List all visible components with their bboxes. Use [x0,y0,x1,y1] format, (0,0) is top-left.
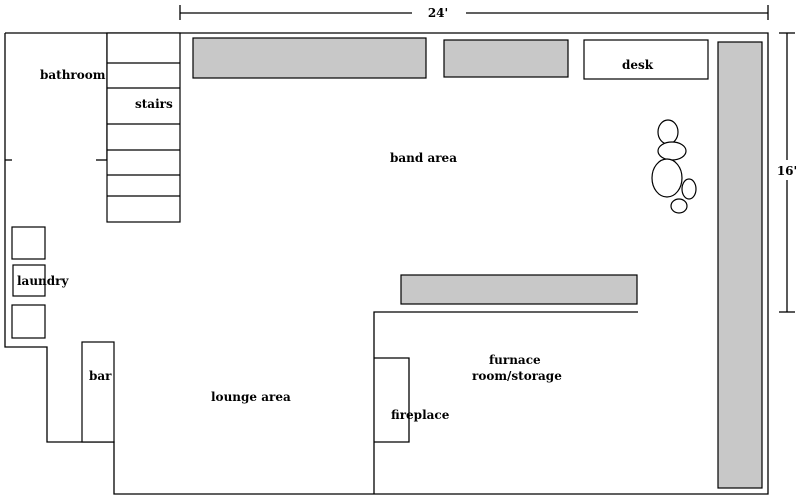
middle-bench [400,274,638,305]
laundry-unit-top [11,226,46,260]
width-dimension: 24' [179,5,769,21]
furnace-room-wall [373,311,638,494]
counter-left [192,37,427,79]
bar-counter [81,341,115,443]
bar-label: bar [89,369,112,383]
counter-middle [443,39,569,78]
laundry-unit-bottom [11,304,46,339]
fireplace [374,357,410,443]
fireplace-label: fireplace [391,408,450,422]
laundry-unit-middle [12,264,46,297]
width-dimension-label: 24' [428,6,448,20]
desk-label: desk [622,58,654,72]
right-shelf [717,41,763,489]
depth-dimension: 16' [777,32,799,313]
storage-label: room/storage [472,369,562,383]
furnace-label: furnace [489,353,541,367]
depth-dimension-label: 16' [777,164,797,178]
laundry-label: laundry [17,274,69,288]
band-area-label: band area [390,151,457,165]
bathroom-label: bathroom [40,68,106,82]
lounge-area-label: lounge area [211,390,291,404]
drum-kit-icon [651,119,697,214]
stairs-label: stairs [135,97,173,111]
stairs [106,32,181,223]
desk [583,39,709,80]
